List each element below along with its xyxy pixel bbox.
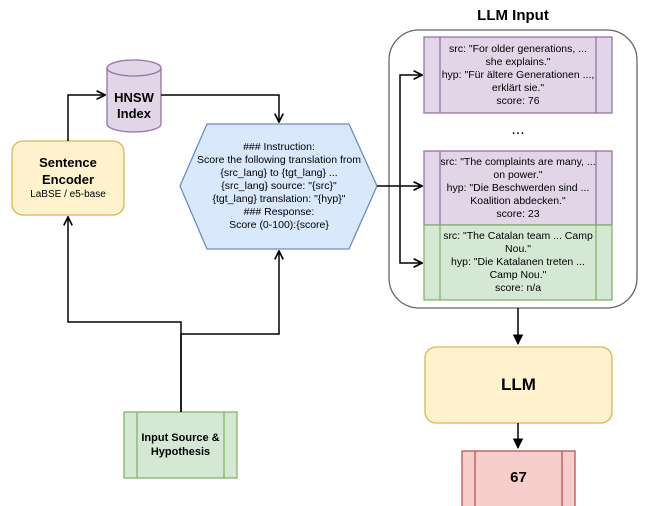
example-hyp: hyp: "Für ältere Generationen ..., erklä… (441, 68, 595, 94)
prompt-line: {src_lang} to {tgt_lang} ... (220, 167, 338, 179)
sentence-encoder-label: Sentence Encoder LaBSE / e5-base (12, 141, 124, 215)
input-box (123, 411, 238, 479)
sentence-encoder-title: Sentence Encoder (39, 155, 97, 187)
prompt-line: {src_lang} source: "{src}" (221, 180, 337, 192)
prompt-line: Score the following translation from (197, 154, 361, 166)
examples-ellipsis: ... (511, 121, 525, 138)
prompt-line: ### Instruction: (243, 141, 315, 153)
hnsw-index-label: HNSW Index (114, 90, 154, 121)
prompt-line: ### Response: (243, 206, 315, 218)
sentence-encoder-subtitle: LaBSE / e5-base (30, 189, 106, 200)
example-3-text: src: "The Catalan team ... Camp Nou." hy… (440, 225, 596, 300)
arrow-index-to-prompt (161, 94, 279, 122)
example-src: src: "The complaints are many, ... on po… (440, 155, 596, 181)
example-1-text: src: "For older generations, ... she exp… (440, 37, 596, 113)
example-box-2 (423, 150, 613, 226)
example-src: src: "The Catalan team ... Camp Nou." (443, 230, 593, 255)
example-hyp: hyp: "Die Beschwerden sind ... Koalition… (446, 181, 590, 207)
example-score: score: n/a (494, 282, 542, 294)
arrow-input-to-encoder (68, 217, 182, 412)
example-box-3 (423, 224, 613, 301)
output-value: 67 (510, 468, 527, 486)
prompt-hexagon (179, 123, 378, 250)
llm-input-title: LLM Input (477, 6, 549, 24)
arrow-encoder-to-index (67, 95, 105, 141)
prompt-line: Score (0-100):{score} (229, 219, 329, 231)
output-box (461, 450, 576, 506)
arrow-to-example-1 (399, 75, 422, 186)
arrow-to-example-3 (399, 186, 422, 263)
example-2-text: src: "The complaints are many, ... on po… (440, 151, 596, 225)
example-box-1 (423, 36, 613, 114)
example-score: score: 76 (496, 94, 540, 107)
example-src: src: "For older generations, ... she exp… (449, 42, 587, 68)
arrow-input-to-prompt (180, 251, 279, 412)
example-score: score: 23 (496, 207, 540, 220)
llm-label: LLM (501, 375, 536, 394)
example-hyp: hyp: "Die Katalanen treten ... Camp Nou.… (451, 256, 585, 281)
prompt-line: {tgt_lang} translation: "{hyp}" (212, 193, 346, 205)
input-label: Input Source & Hypothesis (141, 432, 220, 458)
prompt-text: ### Instruction: Score the following tra… (182, 124, 376, 249)
hnsw-index-cylinder (106, 59, 162, 133)
